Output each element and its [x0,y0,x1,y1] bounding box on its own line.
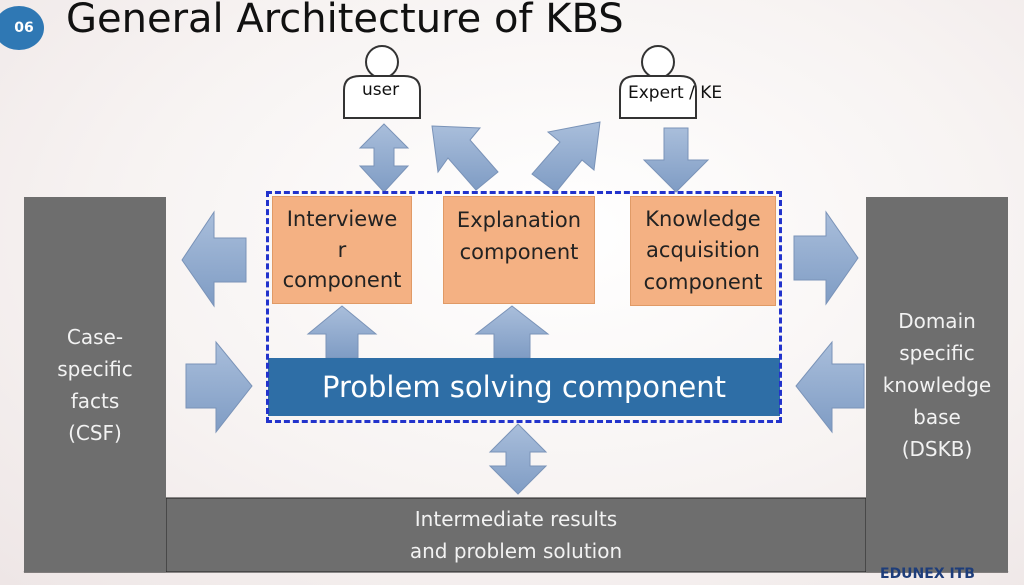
domain-knowledge-base-store: Domain specific knowledge base (DSKB) [866,197,1008,572]
problem-solving-component: Problem solving component [268,358,780,416]
explanation-to-user-arrow [431,125,499,191]
to-dskb-arrow [793,210,859,306]
edunex-logo: EDUNEX ITB [880,566,975,582]
expert-to-knowledge-arrow [642,127,710,193]
case-specific-facts-store: Case- specific facts (CSF) [24,197,166,572]
explanation-component: Explanation component [443,196,595,304]
dskb-to-psc-arrow [795,340,865,434]
expert-label: Expert / KE [628,83,723,103]
expert-person-icon [619,45,697,119]
user-label: user [362,80,400,100]
user-interviewer-double-arrow [358,123,410,193]
to-csf-arrow [181,210,247,308]
interviewer-component: Interviewe r component [272,196,412,304]
slide-title: General Architecture of KBS [66,0,624,42]
csf-to-psc-arrow [185,340,253,434]
slide-number-badge: 06 [0,6,44,50]
knowledge-acquisition-component: Knowledge acquisition component [630,196,776,306]
explanation-to-expert-arrow [531,121,601,193]
inference-engine-boundary [266,191,782,423]
psc-intermediate-double-arrow [488,423,548,495]
user-person-icon [343,45,421,119]
intermediate-results-store: Intermediate results and problem solutio… [409,507,623,563]
